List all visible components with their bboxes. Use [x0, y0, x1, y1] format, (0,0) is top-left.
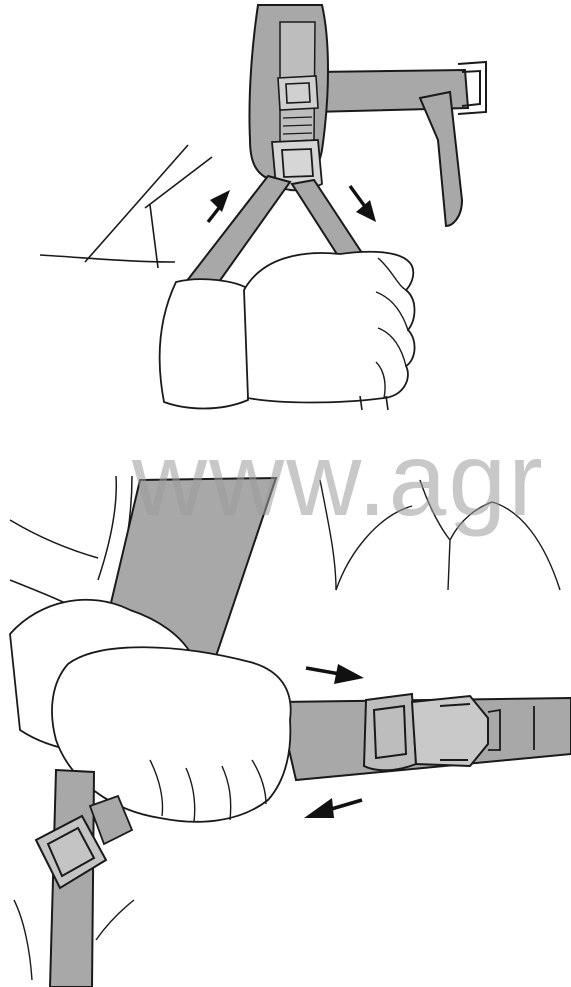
- buckle-drawing: [0, 420, 571, 987]
- shirt-outline: [40, 145, 212, 268]
- sleeve-cuff: [160, 279, 250, 408]
- arrow-up-left-icon: [208, 190, 230, 222]
- leg-loop-adjustment-illustration: [0, 0, 571, 420]
- arrow-left-icon: [304, 798, 362, 818]
- buckle-male: [412, 696, 488, 766]
- leg-loop-drawing: [0, 0, 571, 420]
- lower-buckle: [36, 816, 106, 888]
- padding-buckle: [278, 76, 318, 110]
- arrow-down-right-icon: [350, 186, 376, 222]
- strap-tail: [420, 92, 462, 226]
- hand-fist: [244, 252, 415, 403]
- collar-lines: [320, 480, 560, 590]
- buckle-fastening-illustration: [0, 420, 571, 987]
- buckle-female: [364, 694, 416, 770]
- arrow-right-icon: [306, 664, 364, 684]
